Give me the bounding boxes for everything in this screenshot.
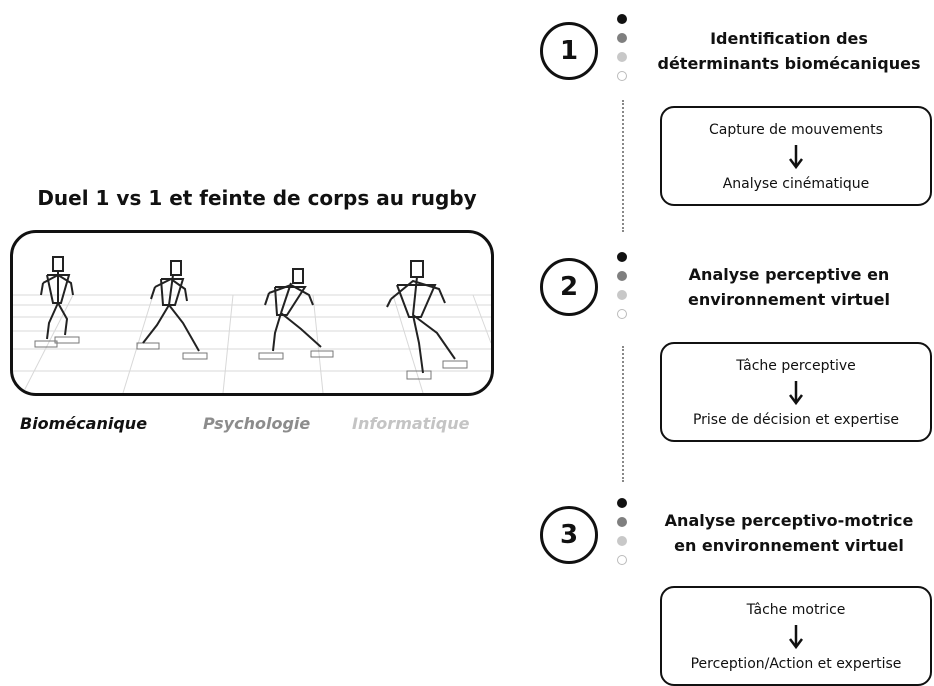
step-3-box-line2: Perception/Action et expertise [690, 656, 902, 672]
step-2-box: Tâche perceptive Prise de décision et ex… [660, 342, 932, 442]
dot-black [617, 252, 627, 262]
step-2-title-line1: Analyse perceptive en [688, 265, 890, 284]
figure-title: Duel 1 vs 1 et feinte de corps au rugby [37, 186, 477, 210]
timeline-divider-2 [622, 346, 624, 482]
foot-markers [34, 336, 468, 380]
motion-capture-figure [10, 230, 494, 396]
stick-figure-3 [264, 268, 322, 352]
step-2-box-line2: Prise de décision et expertise [692, 412, 900, 428]
step-1-box-line1: Capture de mouvements [709, 122, 883, 138]
dot-empty [617, 71, 627, 81]
dot-dark-gray [617, 271, 627, 281]
step-3-title-line2: en environnement virtuel [674, 536, 904, 555]
dot-black [617, 14, 627, 24]
step-1-title: Identification des déterminants biomécan… [648, 26, 930, 76]
discipline-psychologie: Psychologie [203, 414, 311, 433]
stick-figure-1 [40, 256, 74, 340]
step-3-circle: 3 [540, 506, 598, 564]
dot-dark-gray [617, 33, 627, 43]
step-3-dots [617, 498, 629, 574]
step-3-title: Analyse perceptivo-motrice en environnem… [648, 508, 930, 558]
dot-empty [617, 555, 627, 565]
step-2-dots [617, 252, 629, 328]
dot-light-gray [617, 290, 627, 300]
dot-light-gray [617, 52, 627, 62]
dot-light-gray [617, 536, 627, 546]
arrow-down-icon [789, 625, 803, 650]
arrow-down-icon [789, 145, 803, 170]
step-1-box-line2: Analyse cinématique [722, 176, 870, 192]
step-1-title-line2: déterminants biomécaniques [657, 54, 921, 73]
stick-figures-illustration [13, 256, 491, 393]
stick-figure-2 [142, 260, 200, 352]
step-1-box: Capture de mouvements Analyse cinématiqu… [660, 106, 932, 206]
stick-figure-4 [386, 260, 456, 374]
step-3-title-line1: Analyse perceptivo-motrice [664, 511, 914, 530]
timeline-divider-1 [622, 100, 624, 232]
discipline-biomecanique: Biomécanique [20, 414, 148, 433]
step-3-box: Tâche motrice Perception/Action et exper… [660, 586, 932, 686]
step-2-title: Analyse perceptive en environnement virt… [648, 262, 930, 312]
step-1-circle: 1 [540, 22, 598, 80]
step-2-box-line1: Tâche perceptive [736, 358, 856, 374]
step-1-title-line1: Identification des [710, 29, 868, 48]
dot-black [617, 498, 627, 508]
step-1-dots [617, 14, 629, 90]
step-3-box-line1: Tâche motrice [746, 602, 846, 618]
step-2-title-line2: environnement virtuel [688, 290, 890, 309]
arrow-down-icon [789, 381, 803, 406]
step-2-circle: 2 [540, 258, 598, 316]
dot-empty [617, 309, 627, 319]
discipline-informatique: Informatique [352, 414, 470, 433]
dot-dark-gray [617, 517, 627, 527]
floor-grid [13, 294, 491, 393]
